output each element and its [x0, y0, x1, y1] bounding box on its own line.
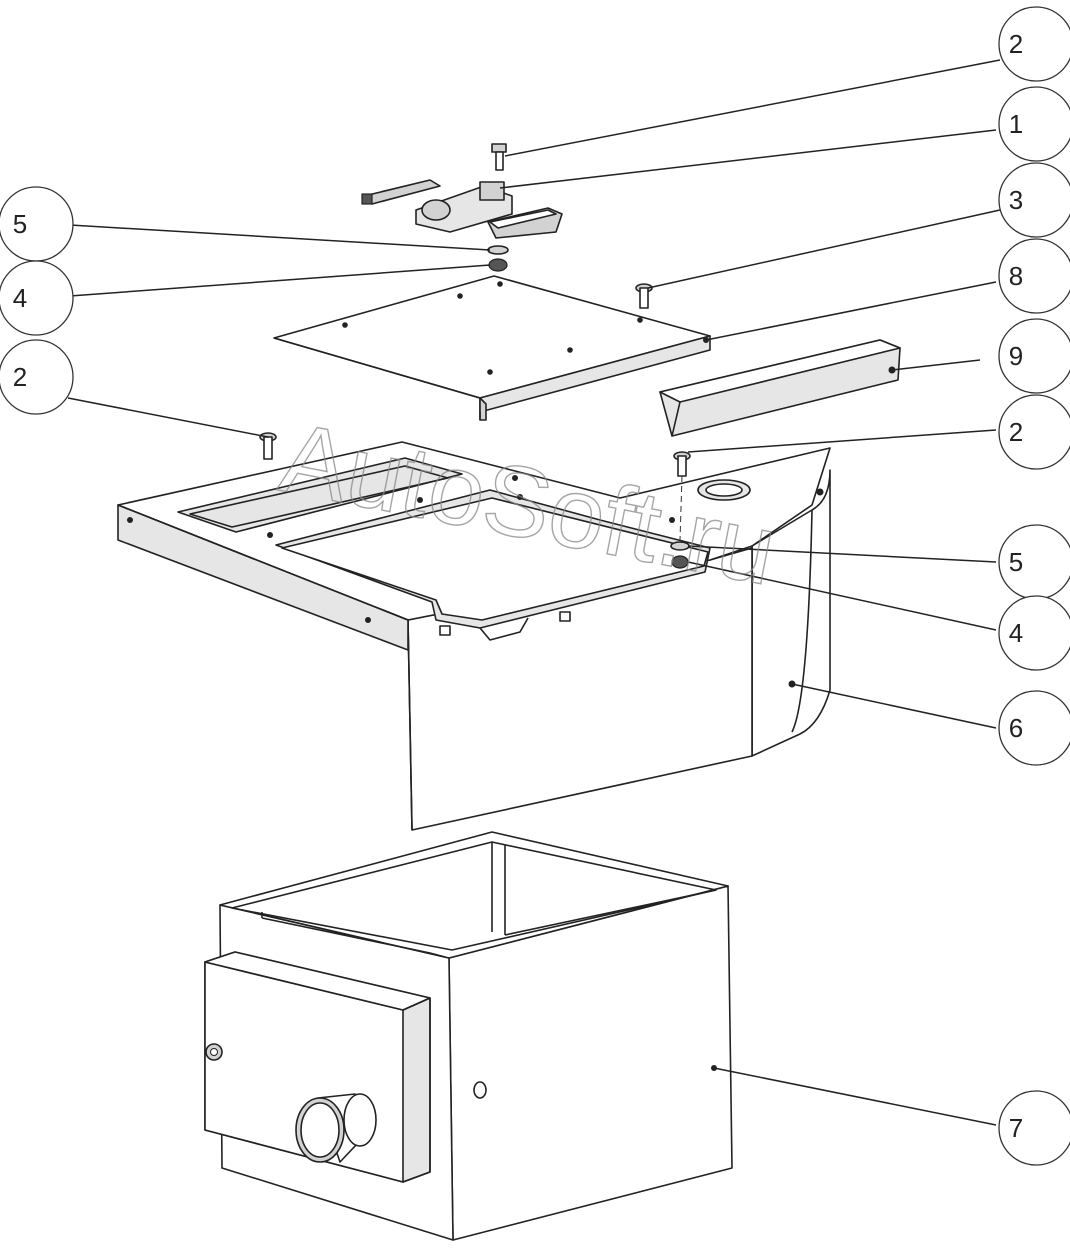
- callout-label: 4: [1009, 618, 1023, 648]
- screw-3: [635, 283, 653, 309]
- part-9-rail: [659, 339, 901, 437]
- callout-9: 9: [998, 318, 1070, 394]
- callout-label: 2: [1009, 417, 1023, 447]
- part-7-lower-box: [204, 831, 733, 1241]
- callout-label: 7: [1009, 1113, 1023, 1143]
- part-8-top-plate: [273, 275, 711, 421]
- part-1-lock-assembly: [361, 179, 563, 239]
- washer-5-top: [487, 245, 509, 255]
- side-hole: [816, 488, 824, 496]
- callout-label: 2: [13, 362, 27, 392]
- callout-label: 9: [1009, 341, 1023, 371]
- leader-lines: [67, 59, 1001, 1126]
- screw-top-2: [491, 143, 507, 171]
- callout-label: 6: [1009, 713, 1023, 743]
- callout-label: 5: [13, 209, 27, 239]
- callout-label: 3: [1009, 185, 1023, 215]
- callout-5-left: 5: [0, 186, 74, 262]
- callout-7: 7: [998, 1090, 1070, 1166]
- cylinder-connector: [295, 1093, 377, 1163]
- callout-label: 1: [1009, 109, 1023, 139]
- nut-4-top: [488, 258, 508, 272]
- callout-2-top: 2: [998, 6, 1070, 82]
- callout-1: 1: [998, 86, 1070, 162]
- callout-5-right: 5: [998, 524, 1070, 600]
- callout-label: 8: [1009, 261, 1023, 291]
- part-6-bracket-frame: [117, 441, 831, 831]
- callout-4-left: 4: [0, 260, 74, 336]
- callout-8: 8: [998, 238, 1070, 314]
- screw-right-2: [673, 451, 691, 477]
- callout-2-right: 2: [998, 394, 1070, 470]
- callout-2-left: 2: [0, 339, 74, 415]
- callout-label: 5: [1009, 547, 1023, 577]
- callout-4-right: 4: [998, 595, 1070, 671]
- callout-3: 3: [998, 162, 1070, 238]
- callout-6: 6: [998, 690, 1070, 766]
- callout-label: 4: [13, 283, 27, 313]
- callout-label: 2: [1009, 29, 1023, 59]
